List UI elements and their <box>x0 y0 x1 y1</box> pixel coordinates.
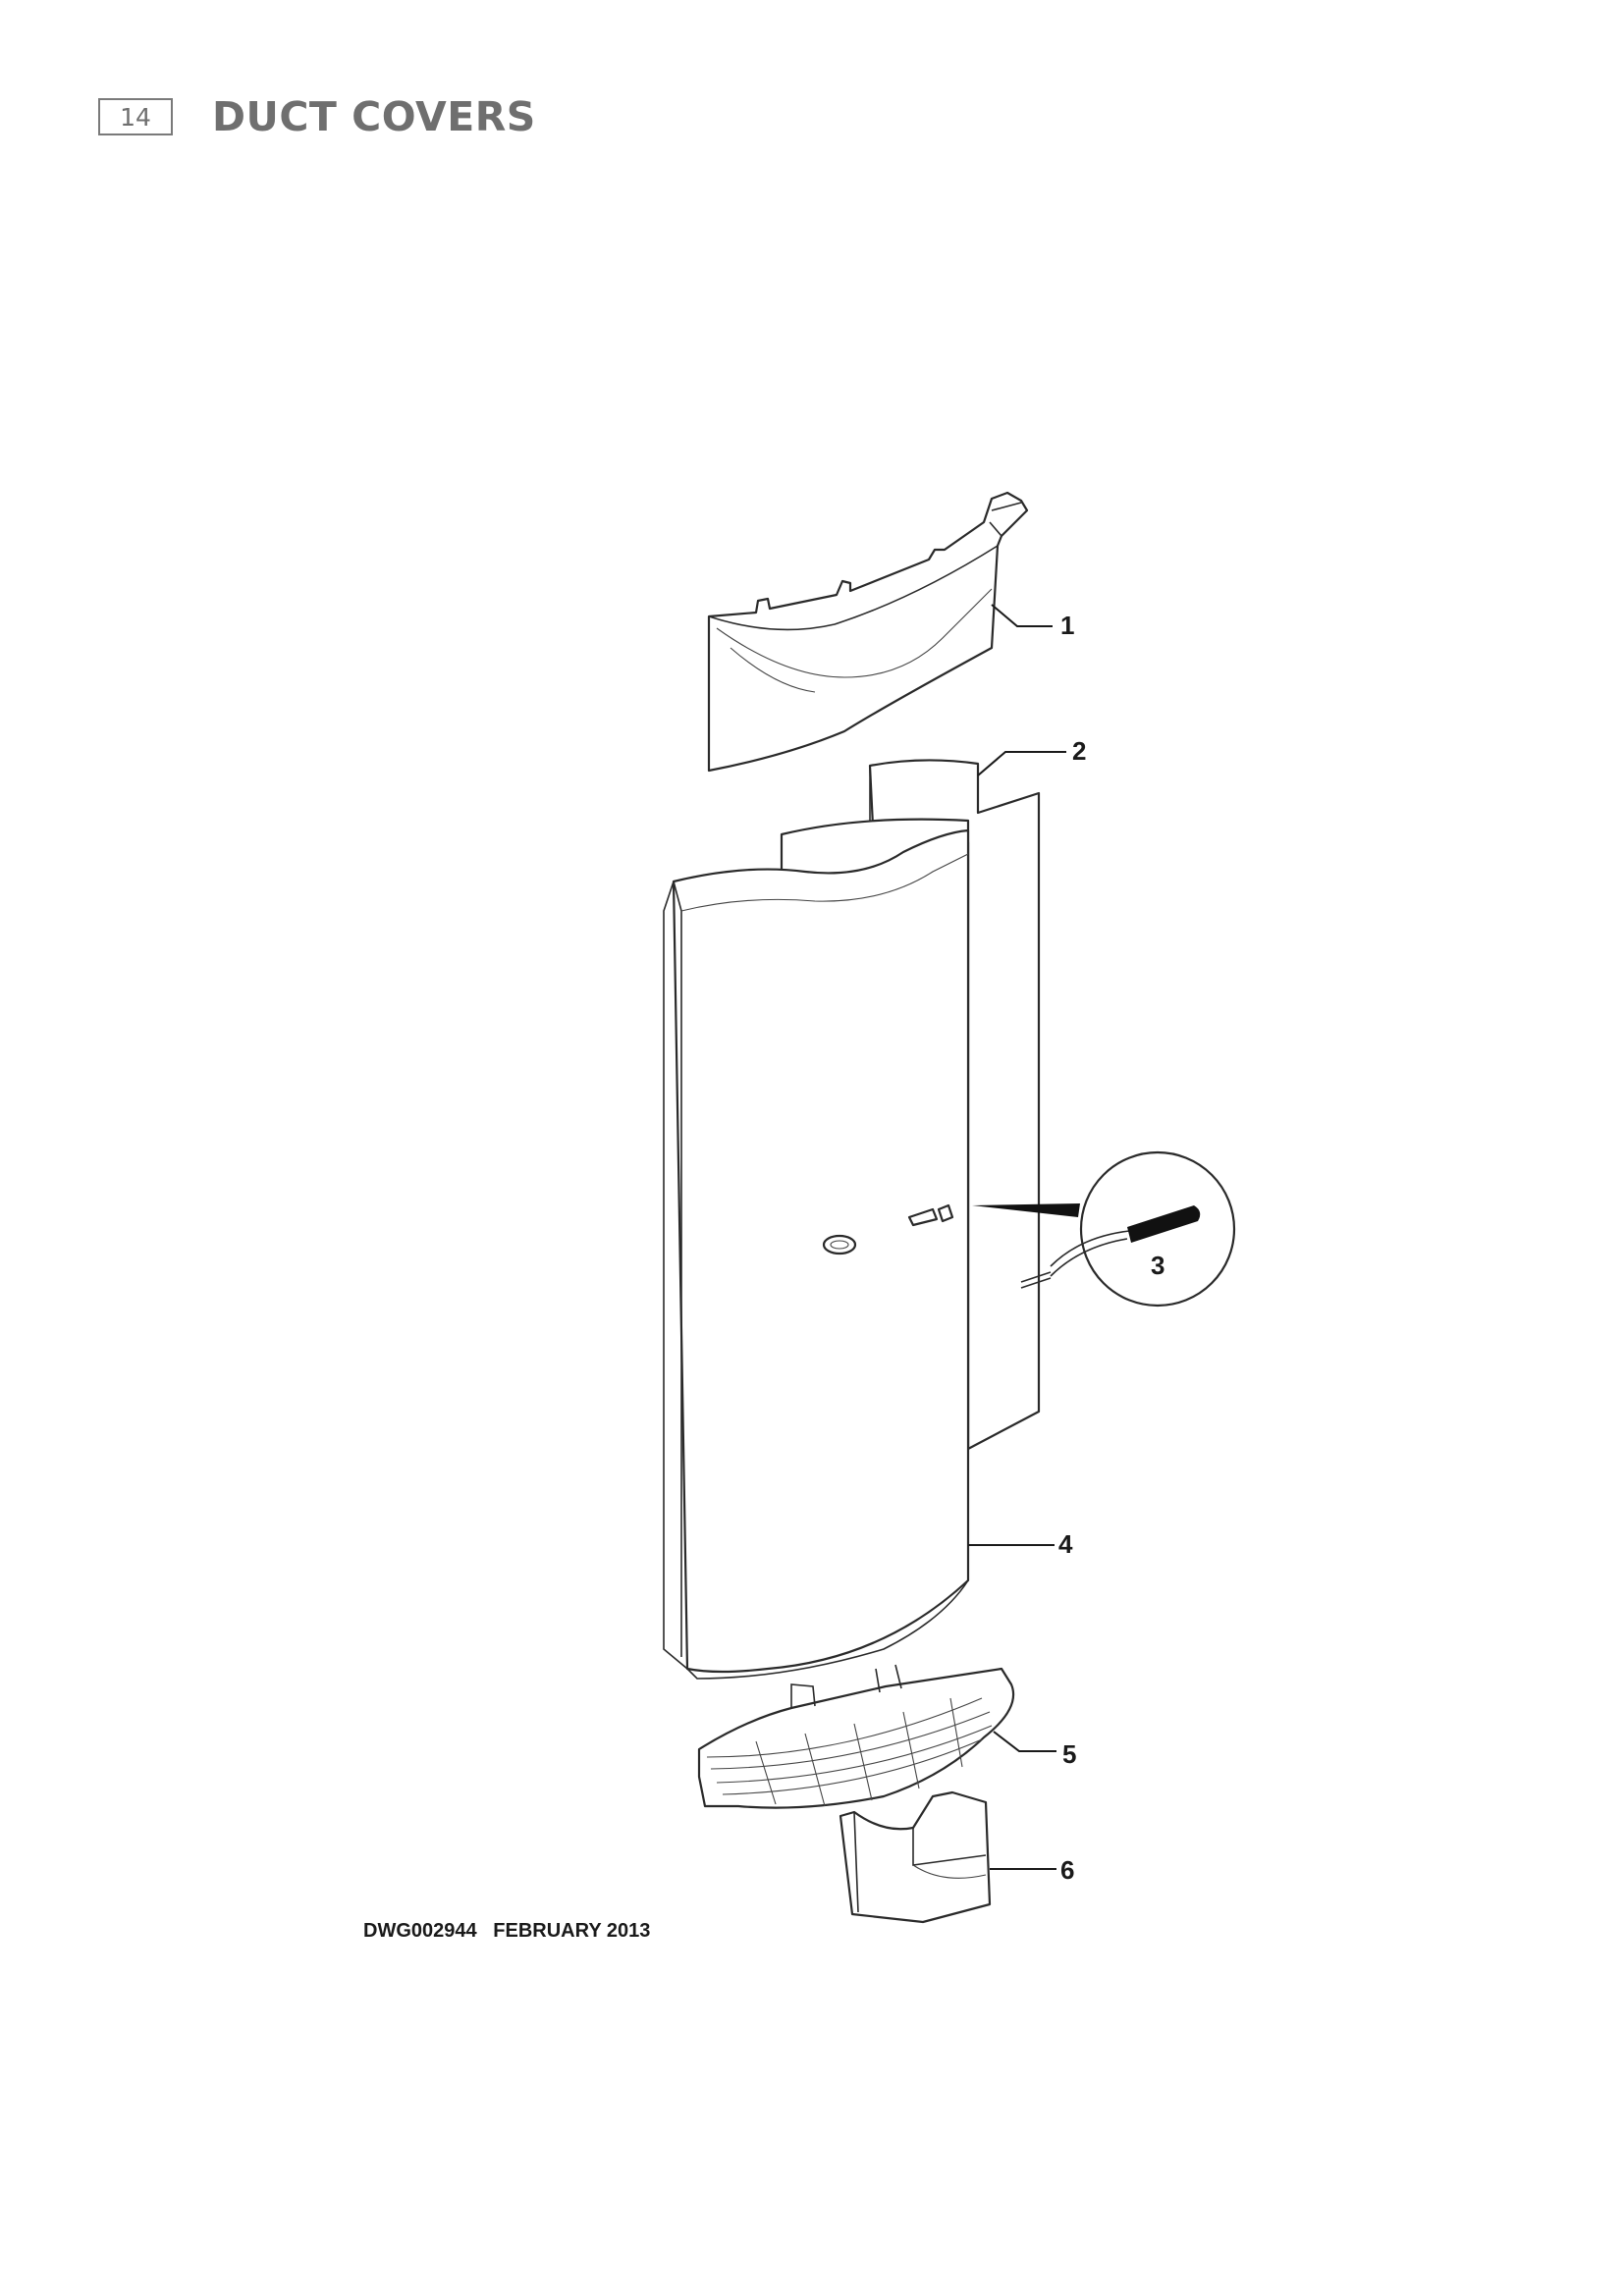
part-1-top-duct-cover <box>707 491 1029 773</box>
part-5-bottom-grille <box>697 1664 1015 1809</box>
callout-3: 3 <box>1151 1251 1164 1280</box>
part-6-small-bottom-cover <box>839 1790 992 1924</box>
leader-2 <box>977 751 1066 776</box>
drawing-reference: DWG002944 FEBRUARY 2013 <box>363 1920 651 1942</box>
callout-4: 4 <box>1058 1529 1073 1559</box>
leader-5 <box>993 1731 1056 1752</box>
page-title: DUCT COVERS <box>212 93 536 140</box>
callout-2: 2 <box>1072 736 1086 766</box>
callout-6: 6 <box>1060 1855 1074 1885</box>
page-header: 14 DUCT COVERS <box>98 90 536 143</box>
part-4-front-duct-panel <box>663 828 970 1680</box>
page-number: 14 <box>98 98 173 135</box>
callout-5: 5 <box>1062 1739 1076 1769</box>
leader-1 <box>991 604 1053 627</box>
part-3-sensor-detail <box>972 1150 1236 1308</box>
callout-1: 1 <box>1060 611 1074 640</box>
leader-lines <box>968 604 1066 1870</box>
